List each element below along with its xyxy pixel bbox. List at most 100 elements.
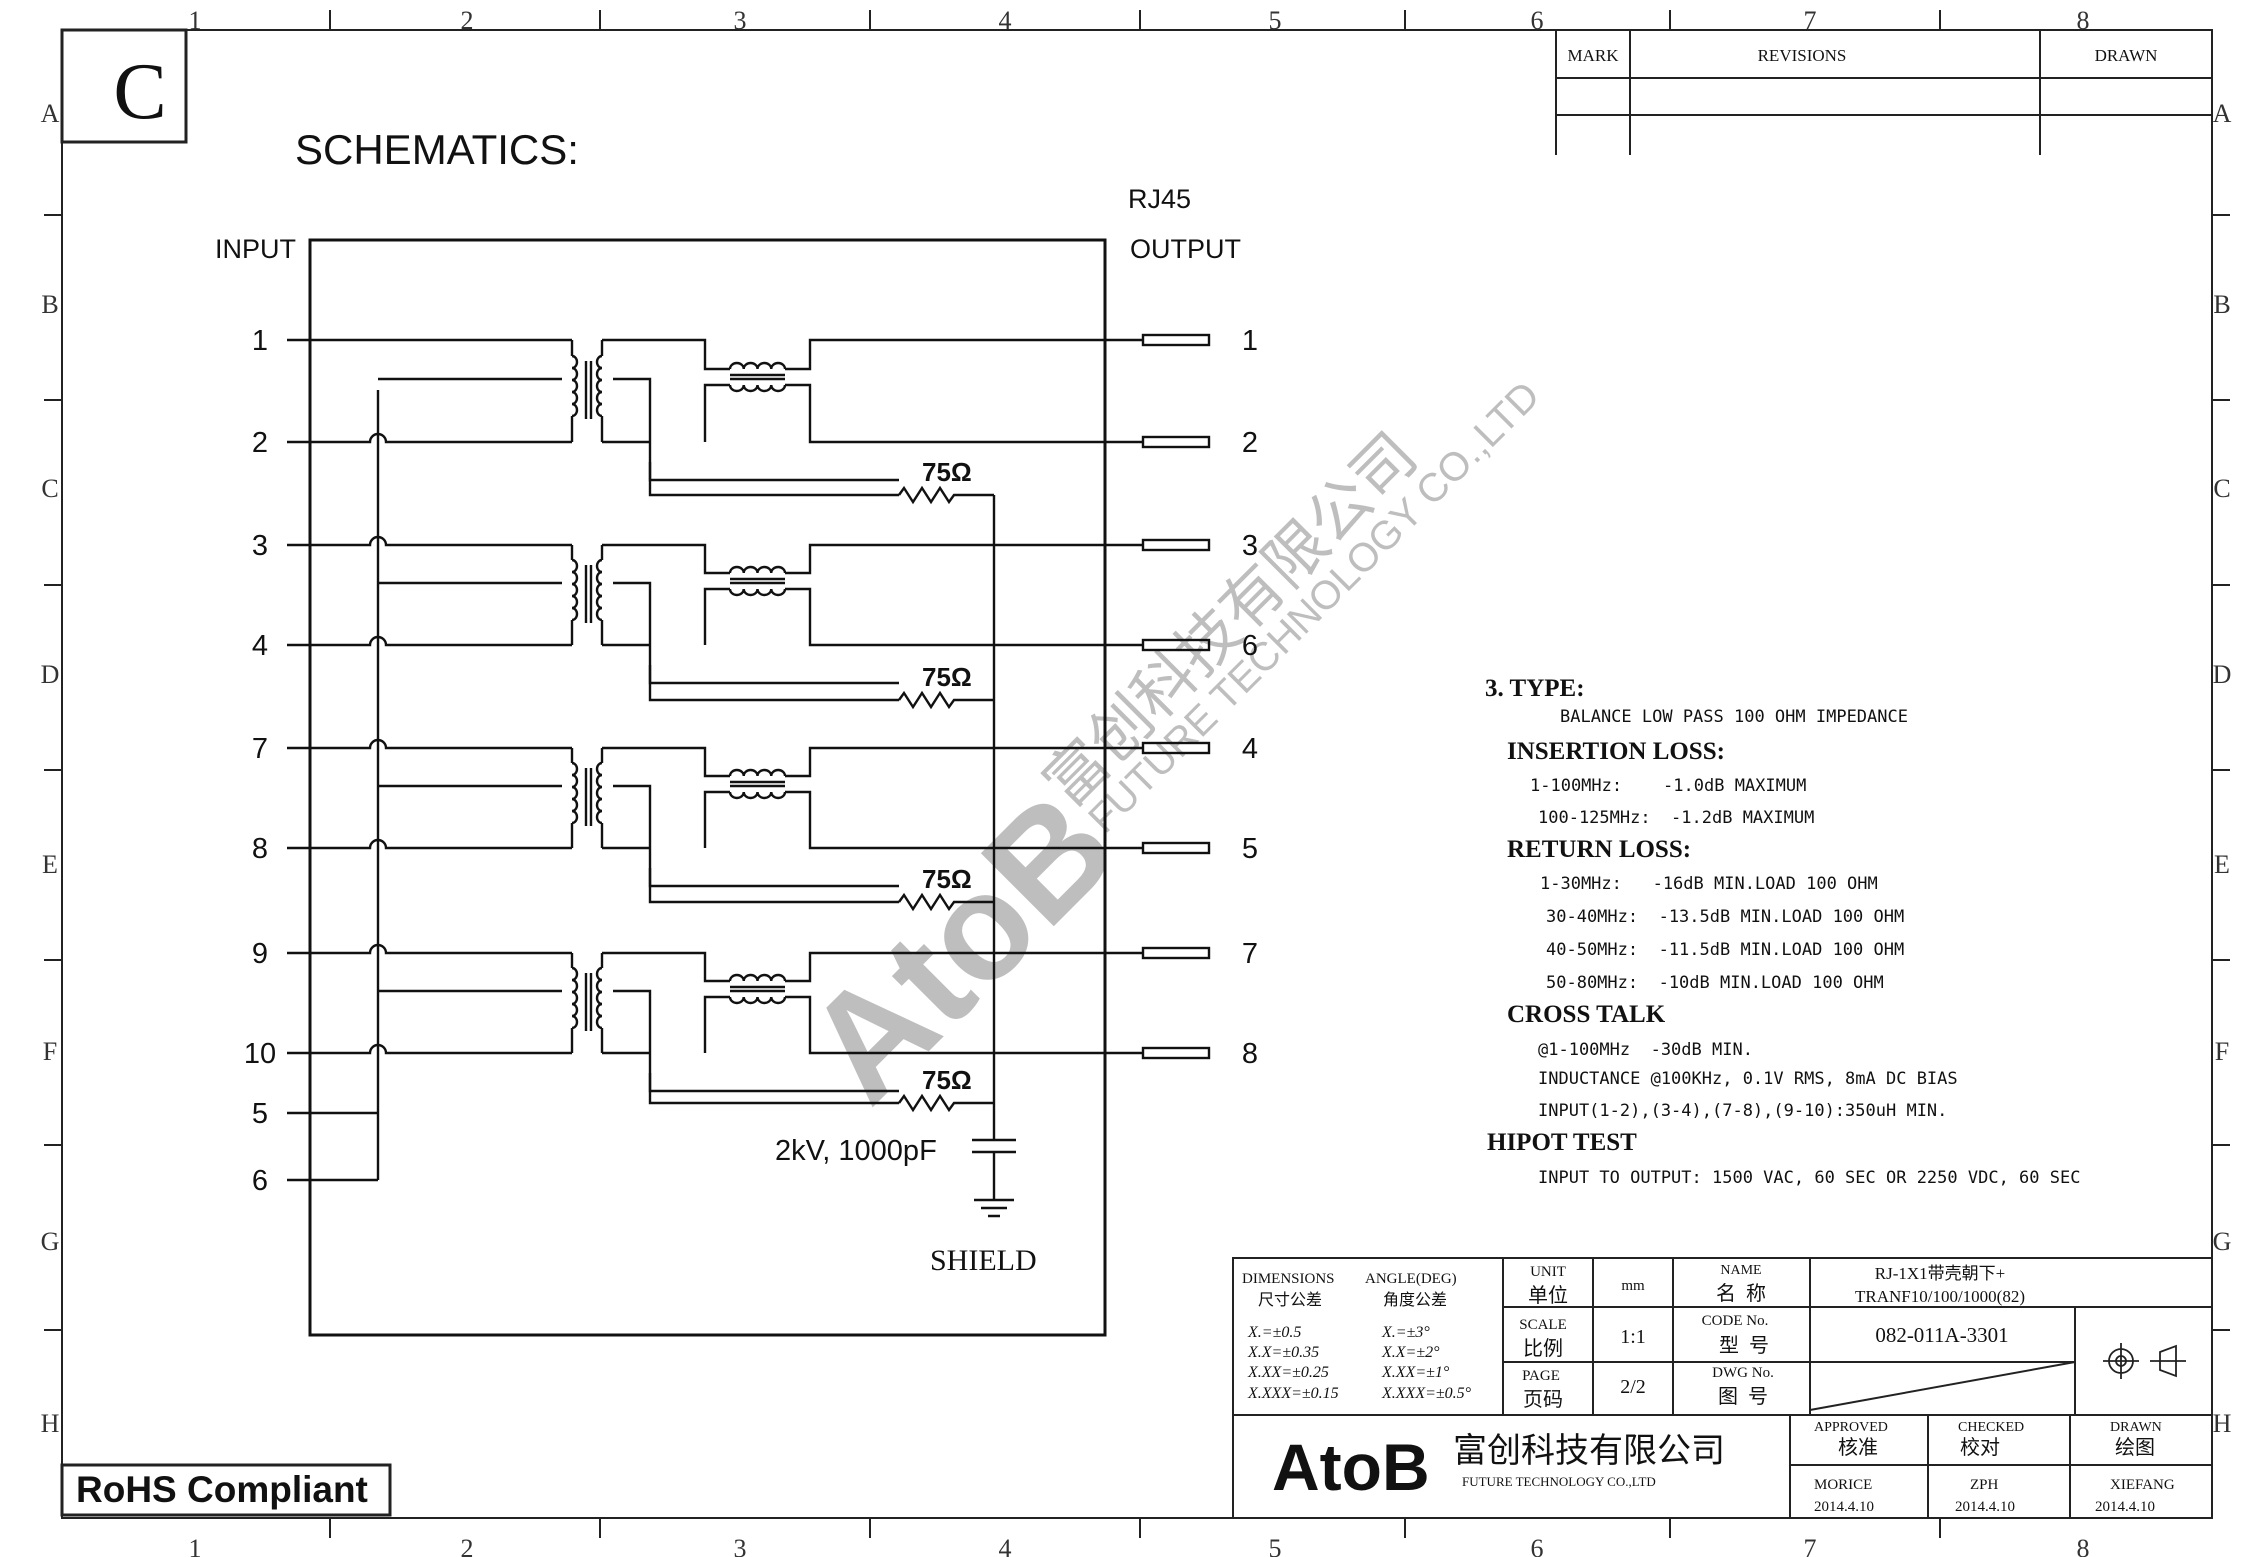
circuit-wiring: [287, 333, 1211, 1218]
zone-row-label: A: [41, 99, 60, 128]
code-cn: 型 号: [1719, 1334, 1769, 1357]
angle-label: ANGLE(DEG): [1365, 1271, 1457, 1287]
approved-label: APPROVED: [1814, 1420, 1888, 1435]
spec-return-line: 30-40MHz: -13.5dB MIN.LOAD 100 OHM: [1546, 907, 1904, 927]
spec-type-desc: BALANCE LOW PASS 100 OHM IMPEDANCE: [1560, 707, 1908, 727]
spec-cross-line: @1-100MHz -30dB MIN.: [1538, 1040, 1753, 1060]
checked-label: CHECKED: [1958, 1420, 2024, 1435]
zone-row-label: C: [2213, 474, 2230, 503]
watermark-cn: 富创科技有限公司: [1032, 421, 1431, 820]
choke-winding: [728, 588, 787, 597]
bob-smith-wire: [648, 665, 899, 702]
rj45-contact: [1141, 841, 1211, 855]
output-line: [785, 790, 1143, 850]
scale-cn: 比例: [1523, 1337, 1563, 1360]
zone-column-label: 1: [189, 6, 202, 35]
approved-date: 2014.4.10: [1814, 1499, 1874, 1515]
spec-insertion-line: 1-100MHz: -1.0dB MAXIMUM: [1530, 776, 1806, 796]
tolerance-angle: X.X=±2°: [1381, 1344, 1440, 1361]
resistor-75-ohm: [898, 690, 994, 710]
choke-winding: [728, 361, 787, 370]
rohs-text: RoHS Compliant: [76, 1469, 368, 1510]
input-line: [287, 635, 572, 647]
schematics-title: SCHEMATICS:: [295, 126, 579, 173]
rj45-contact: [1141, 333, 1211, 347]
drawn-date: 2014.4.10: [2095, 1499, 2155, 1515]
zone-column-label: 8: [2077, 6, 2090, 35]
spec-insertion-heading: INSERTION LOSS:: [1507, 738, 1725, 765]
sheet-letter-box: [60, 28, 188, 144]
checked-cn: 校对: [1960, 1436, 2000, 1459]
input-line: [287, 1043, 572, 1055]
zone-row-label: H: [2213, 1409, 2232, 1438]
output-line: [785, 746, 1143, 778]
resistor-label: 75Ω: [922, 457, 972, 487]
zone-column-label: 5: [1269, 1534, 1282, 1557]
resistor-label: 75Ω: [922, 864, 972, 894]
company-name-en: FUTURE TECHNOLOGY CO.,LTD: [1462, 1474, 1656, 1489]
input-line: [287, 738, 572, 750]
zone-row-label: B: [2213, 290, 2230, 319]
zone-row-label: A: [2213, 99, 2232, 128]
unit-label: UNIT: [1530, 1264, 1566, 1280]
zone-row-label: D: [2213, 660, 2232, 689]
transformer-core: [584, 768, 593, 826]
choke-winding: [728, 973, 787, 982]
wire: [650, 951, 707, 978]
output-pin-label: 2: [1242, 427, 1258, 459]
capacitor: [972, 1138, 1016, 1154]
input-pin-label: 2: [252, 427, 268, 459]
scale-label: SCALE: [1519, 1317, 1567, 1333]
input-pin-label: 3: [252, 530, 268, 562]
zone-row-label: H: [41, 1409, 60, 1438]
page-cn: 页码: [1523, 1389, 1563, 1411]
transformer-secondary: [595, 354, 603, 418]
resistor-label: 75Ω: [922, 1065, 972, 1095]
tolerance-dim: X.X=±0.35: [1247, 1344, 1319, 1361]
zone-column-label: 6: [1531, 1534, 1544, 1557]
approved-name: MORICE: [1814, 1477, 1872, 1493]
choke-winding: [728, 996, 787, 1005]
zone-column-label: 1: [189, 1534, 202, 1557]
capacitor-label: 2kV, 1000pF: [775, 1135, 937, 1167]
zone-column-label: 7: [1804, 1534, 1817, 1557]
input-line: [287, 432, 572, 444]
transformer-core: [584, 361, 593, 419]
sheet-frame: [44, 10, 2230, 1538]
ground-symbol: [974, 1198, 1014, 1218]
rj45-label: RJ45: [1128, 184, 1191, 214]
unit-value: mm: [1621, 1278, 1645, 1294]
input-pin-label: 10: [244, 1038, 276, 1070]
dwg-label: DWG No.: [1712, 1365, 1774, 1381]
wire: [703, 587, 730, 645]
zone-column-label: 8: [2077, 1534, 2090, 1557]
spec-insertion-line: 100-125MHz: -1.2dB MAXIMUM: [1538, 808, 1814, 828]
transformer-secondary: [595, 966, 603, 1030]
output-pin-label: 4: [1242, 733, 1258, 765]
zone-column-label: 4: [999, 6, 1012, 35]
wire: [703, 790, 730, 848]
input-pin-label: 1: [252, 325, 268, 357]
projection-symbol-icon: [2103, 1343, 2186, 1379]
spec-type-heading: 3. TYPE:: [1485, 675, 1585, 702]
resistor-75-ohm: [898, 485, 994, 505]
wire: [650, 746, 707, 773]
sheet-letter: C: [113, 48, 166, 136]
tolerance-angle: X.XX=±1°: [1381, 1364, 1450, 1381]
output-line: [785, 543, 1143, 575]
name-cn: 名 称: [1716, 1282, 1766, 1305]
rj45-contact: [1141, 946, 1211, 960]
output-pin-label: 6: [1242, 630, 1258, 662]
name-label: NAME: [1720, 1263, 1761, 1278]
input-pin-label: 7: [252, 733, 268, 765]
center-tap-secondary: [613, 784, 899, 888]
wire: [650, 338, 707, 366]
output-line: [785, 383, 1143, 444]
wire: [650, 543, 707, 570]
code-label: CODE No.: [1702, 1313, 1769, 1329]
dimensions-label: DIMENSIONS: [1242, 1271, 1335, 1287]
output-pin-label: 5: [1242, 833, 1258, 865]
tolerance-dim: X.XX=±0.25: [1247, 1364, 1329, 1381]
schematic: INPUT RJ45 OUTPUT 123478910561236457875Ω…: [215, 184, 1258, 1337]
title-block: [1232, 1257, 2213, 1519]
